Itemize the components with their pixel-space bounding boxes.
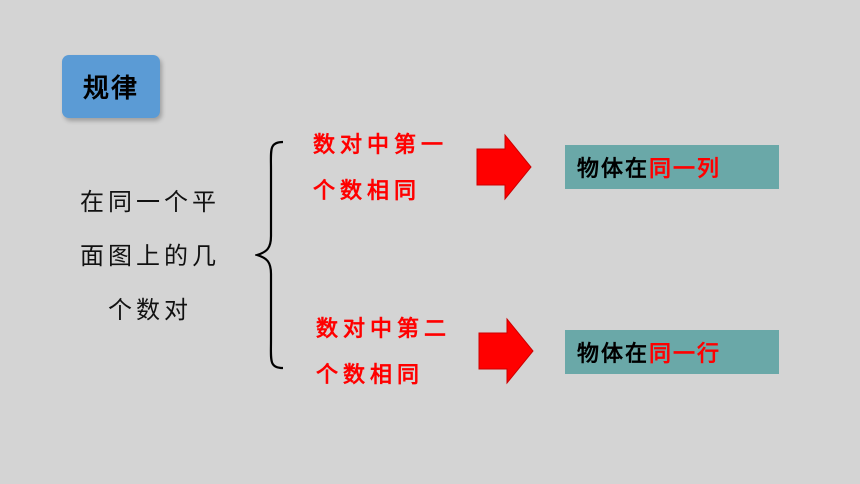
condition-first-number: 数对中第一 个数相同 (313, 123, 483, 215)
condition-1-line-2: 个数相同 (313, 179, 422, 204)
result-1-prefix: 物体在 (577, 157, 650, 182)
rule-badge: 规律 (62, 55, 160, 118)
condition-second-number: 数对中第二 个数相同 (316, 307, 486, 399)
premise-line-3: 个数对 (108, 296, 192, 324)
result-2-highlight: 同一行 (649, 342, 722, 367)
condition-2-line-1: 数对中第二 (316, 317, 452, 342)
result-1-highlight: 同一列 (649, 157, 722, 182)
result-same-row: 物体在同一行 (565, 330, 779, 374)
result-2-prefix: 物体在 (577, 342, 650, 367)
right-arrow-icon (476, 133, 532, 201)
condition-2-line-2: 个数相同 (316, 363, 425, 388)
result-same-column: 物体在同一列 (565, 145, 779, 189)
premise-line-2: 面图上的几 (80, 242, 220, 270)
premise-line-1: 在同一个平 (80, 188, 220, 216)
right-arrow-icon (478, 317, 534, 385)
condition-1-line-1: 数对中第一 (313, 133, 449, 158)
curly-brace (255, 140, 284, 370)
premise-text: 在同一个平 面图上的几 个数对 (60, 175, 240, 337)
